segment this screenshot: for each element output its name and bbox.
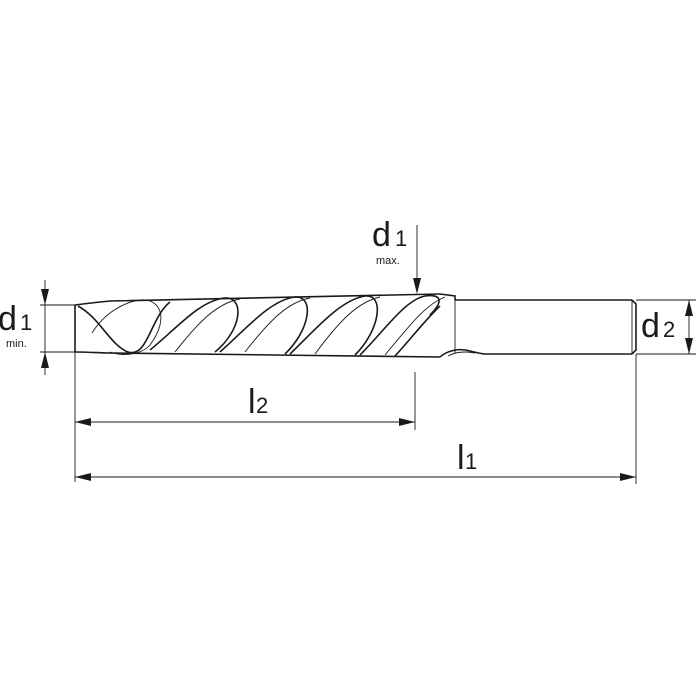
d1-max-subscript: 1 — [395, 226, 407, 251]
neck-bottom — [439, 348, 486, 358]
d2-label: d — [641, 307, 660, 345]
arrow-up — [685, 300, 693, 316]
l2-dimension: l 2 — [74, 352, 416, 482]
d1-min-note: min. — [6, 338, 27, 350]
l2-label: l — [248, 383, 256, 421]
d1-max-pointer: d 1 max. — [372, 216, 421, 294]
d2-subscript: 2 — [663, 317, 675, 342]
l2-subscript: 2 — [256, 393, 268, 418]
shank-end — [631, 299, 637, 355]
d1-max-note: max. — [376, 255, 400, 267]
d1-min-dimension: d 1 min. — [0, 280, 75, 375]
flute-bottom-edge — [74, 351, 441, 358]
d1-min-label: d — [0, 300, 17, 338]
l1-subscript: 1 — [465, 449, 477, 474]
arrow-up — [41, 352, 49, 368]
arrow-right — [620, 473, 636, 481]
tool-body — [74, 293, 637, 358]
neck-top — [439, 293, 456, 300]
d2-dimension: d 2 — [636, 299, 696, 355]
d1-max-label: d — [372, 216, 391, 254]
flute-top-edge — [74, 293, 441, 306]
arrow-down — [685, 338, 693, 354]
arrow-down — [413, 278, 421, 294]
l1-label: l — [457, 439, 465, 477]
arrow-down — [41, 289, 49, 305]
l1-dimension: l 1 — [75, 354, 637, 484]
spiral-flutes — [77, 294, 446, 357]
arrow-right — [399, 418, 415, 426]
arrow-left — [75, 418, 91, 426]
arrow-left — [75, 473, 91, 481]
d1-min-subscript: 1 — [20, 310, 32, 335]
